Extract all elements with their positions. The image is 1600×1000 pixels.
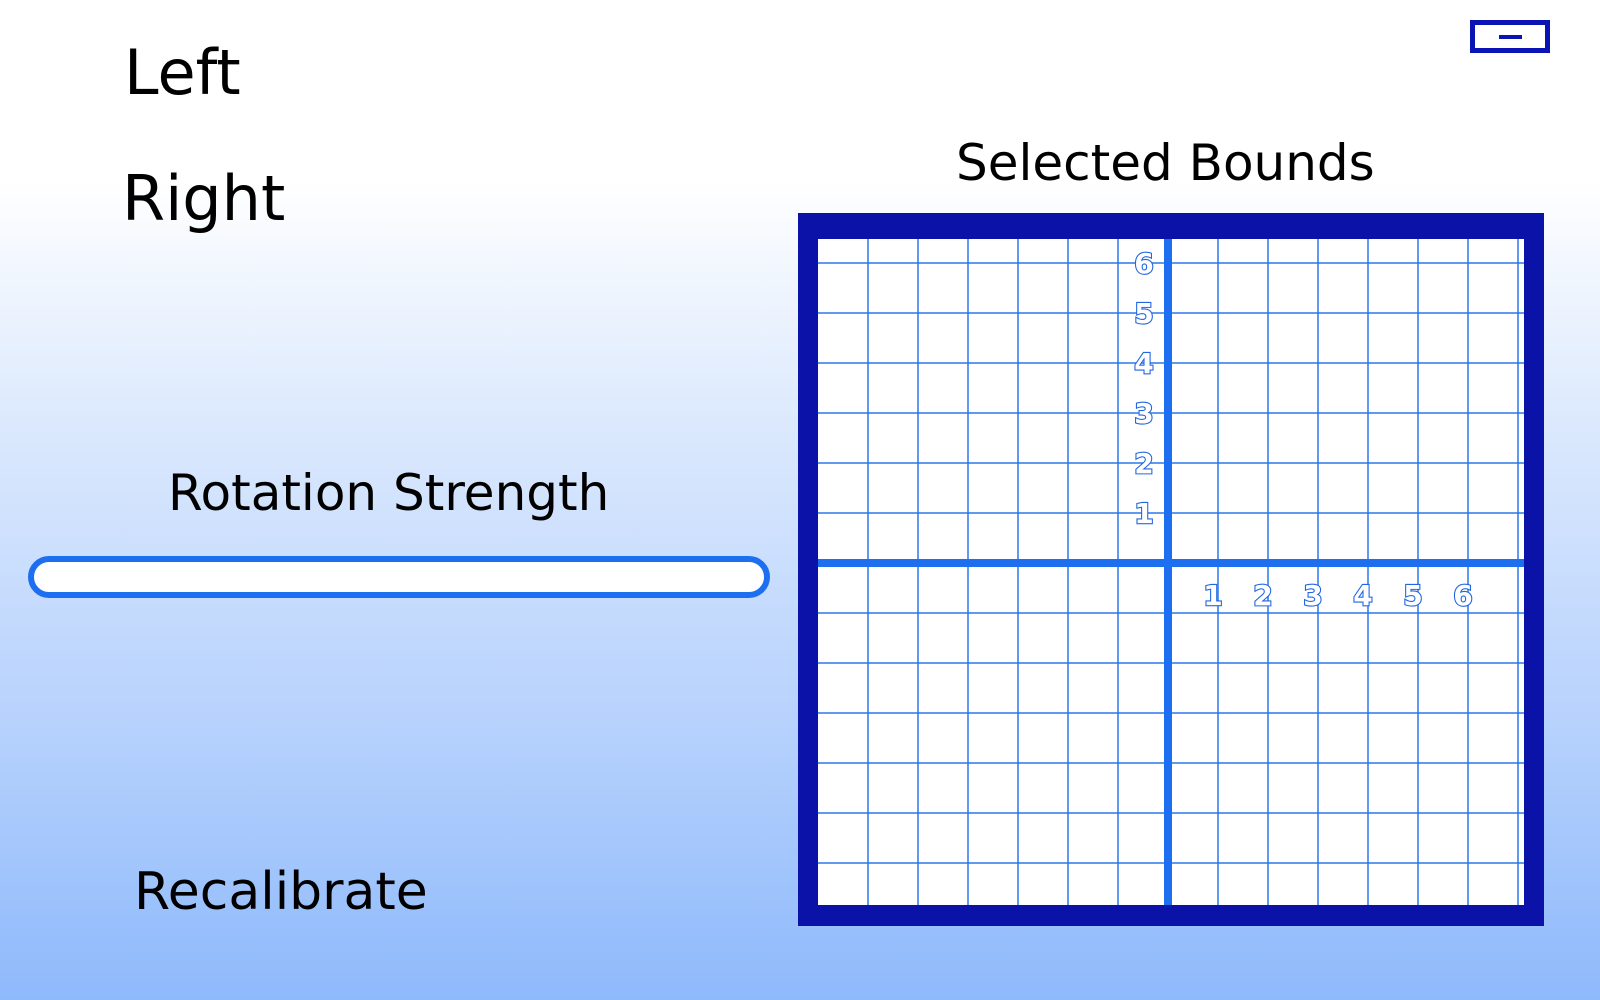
minimize-button[interactable] bbox=[1470, 20, 1550, 53]
x-tick-label: 1 bbox=[1203, 579, 1222, 612]
x-tick-label: 4 bbox=[1353, 579, 1372, 612]
recalibrate-button[interactable]: Recalibrate bbox=[134, 862, 428, 922]
right-button[interactable]: Right bbox=[122, 162, 286, 235]
x-tick-label: 6 bbox=[1453, 579, 1472, 612]
x-tick-label: 3 bbox=[1303, 579, 1322, 612]
y-tick-label: 5 bbox=[1134, 297, 1153, 330]
y-tick-label: 4 bbox=[1134, 347, 1153, 380]
y-tick-label: 1 bbox=[1134, 497, 1153, 530]
y-tick-labels: 1 2 3 4 5 6 bbox=[1133, 246, 1155, 531]
x-tick-label: 2 bbox=[1253, 579, 1272, 612]
left-button[interactable]: Left bbox=[124, 36, 241, 109]
y-tick-label: 2 bbox=[1134, 447, 1153, 480]
rotation-strength-slider[interactable] bbox=[28, 556, 770, 598]
x-tick-label: 5 bbox=[1403, 579, 1422, 612]
minimize-icon bbox=[1499, 35, 1522, 39]
selected-bounds-title: Selected Bounds bbox=[956, 134, 1375, 192]
y-tick-label: 3 bbox=[1134, 397, 1153, 430]
y-tick-label: 6 bbox=[1134, 247, 1153, 280]
rotation-strength-label: Rotation Strength bbox=[168, 464, 610, 522]
